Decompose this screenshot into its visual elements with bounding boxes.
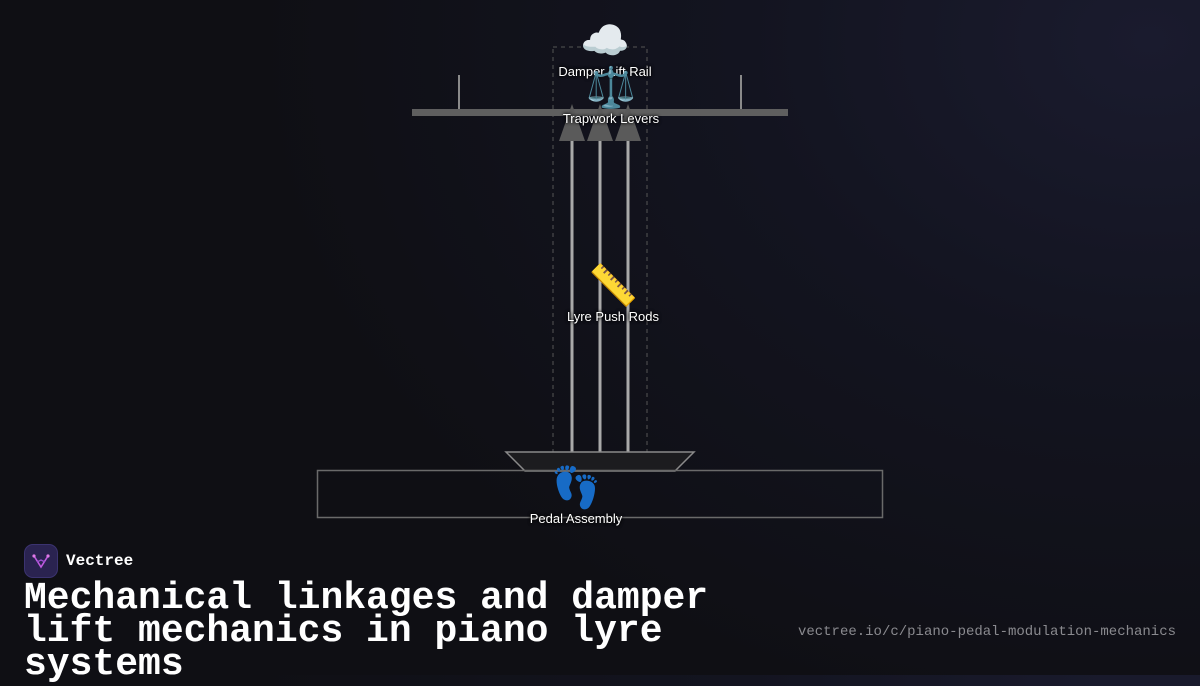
node-label-damper-lift-rail: Damper Lift Rail (558, 64, 652, 79)
source-url: vectree.io/c/piano-pedal-modulation-mech… (797, 624, 1176, 640)
pedal-box (316, 469, 884, 519)
brand-name: Vectree (66, 552, 134, 570)
node-lyre-push-rods: 📏 Lyre Push Rods (548, 263, 678, 324)
trapwork-lever-3 (615, 104, 641, 141)
node-label-pedal-assembly: Pedal Assembly (529, 511, 623, 526)
node-damper-lift-rail: ☁️ Damper Lift Rail (545, 18, 665, 79)
cloud-icon: ☁️ (580, 18, 630, 64)
balance-scale-icon: ⚖️ (586, 65, 636, 111)
ruler-icon: 📏 (588, 263, 638, 309)
node-label-trapwork-levers: Trapwork Levers (562, 111, 660, 126)
footprints-icon: 👣 (551, 465, 601, 511)
node-pedal-assembly: 👣 Pedal Assembly (511, 465, 641, 526)
node-label-lyre-push-rods: Lyre Push Rods (566, 309, 659, 324)
trapwork-lever-1 (559, 104, 585, 141)
page-title: Mechanical linkages and damper lift mech… (24, 577, 709, 686)
brand: Vectree (24, 544, 133, 578)
vectree-logo-icon (24, 544, 58, 578)
node-trapwork-levers: ⚖️ Trapwork Levers (546, 65, 676, 126)
trapwork-lever-2 (587, 104, 613, 141)
